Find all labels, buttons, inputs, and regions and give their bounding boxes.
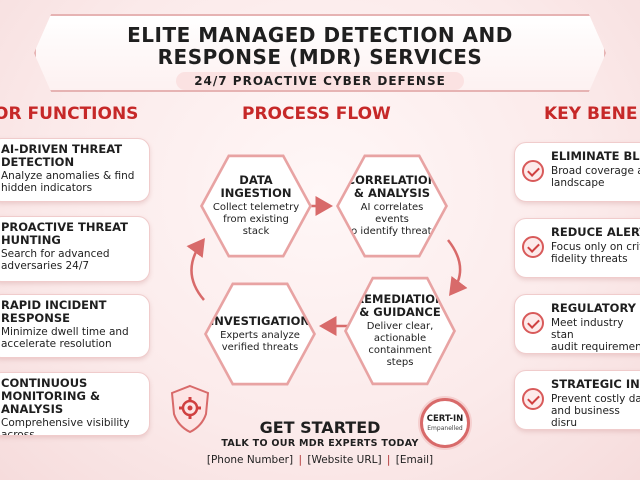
function-card-title: AI-DRIVEN THREAT DETECTION [1,142,123,169]
phone-link[interactable]: [Phone Number] [206,454,294,466]
header-banner: ELITE MANAGED DETECTION AND RESPONSE (MD… [34,14,606,92]
benefit-card-title: ELIMINATE BLI [551,149,640,163]
benefit-card-alert-fatigue: REDUCE ALERT Focus only on crit fidelity… [514,218,640,278]
function-card-desc: Search for advanced adversaries 24/7 [1,248,110,272]
benefit-card-strategic: STRATEGIC INV Prevent costly dat and bus… [514,370,640,430]
benefit-card-desc: Prevent costly dat and business disru [551,393,640,429]
function-card-incident-response: RAPID INCIDENT RESPONSE Minimize dwell t… [0,294,150,358]
process-step-desc: AI correlates events to identify threats [347,202,437,237]
function-card-threat-hunting: PROACTIVE THREAT HUNTING Search for adva… [0,216,150,282]
function-card-desc: Analyze anomalies & find hidden indicato… [1,170,135,194]
function-card-title: CONTINUOUS MONITORING & ANALYSIS [1,376,100,416]
page-subtitle: 24/7 PROACTIVE CYBER DEFENSE [176,72,464,90]
check-icon [522,236,544,258]
function-card-monitoring: CONTINUOUS MONITORING & ANALYSIS Compreh… [0,372,150,436]
function-card-desc: Minimize dwell time and accelerate resol… [1,326,129,350]
check-icon [522,388,544,410]
process-step-title: CORRELATION & ANALYSIS [346,173,438,200]
benefit-card-title: REGULATORY C [551,301,640,315]
functions-title: OR FUNCTIONS [0,104,139,124]
email-link[interactable]: [Email] [395,454,434,466]
benefit-card-blind-spots: ELIMINATE BLI Broad coverage a landscape [514,142,640,202]
website-link[interactable]: [Website URL] [307,454,382,466]
function-card-title: PROACTIVE THREAT HUNTING [1,220,129,247]
benefit-card-desc: Broad coverage a landscape [551,165,640,189]
benefit-card-title: REDUCE ALERT [551,225,640,239]
function-card-desc: Comprehensive visibility across endpoint… [1,417,130,436]
get-started-subtitle: TALK TO OUR MDR EXPERTS TODAY [221,438,419,449]
separator: | [298,454,302,466]
function-card-ai-detection: AI-DRIVEN THREAT DETECTION Analyze anoma… [0,138,150,202]
get-started-title: GET STARTED [259,418,381,437]
function-card-title: RAPID INCIDENT RESPONSE [1,298,107,325]
check-icon [522,160,544,182]
process-step-title: INVESTIGATION [209,313,311,328]
page-title-line1: ELITE MANAGED DETECTION AND [127,23,513,47]
process-step-title: DATA INGESTION [220,173,292,200]
separator: | [386,454,391,466]
benefits-title: KEY BENE [544,104,638,124]
benefit-card-title: STRATEGIC INV [551,377,640,391]
page-title-line2: RESPONSE (MDR) SERVICES [157,45,483,69]
benefit-card-desc: Focus only on crit fidelity threats [551,241,640,265]
contact-info: [Phone Number] | [Website URL] | [Email] [190,454,450,466]
process-step-desc: Experts analyze verified threats [220,329,300,353]
process-step-desc: Deliver clear, actionable containment st… [366,321,434,368]
process-step-desc: Collect telemetry from existing stack [212,202,300,237]
badge-title: CERT-IN [426,414,464,424]
benefit-card-desc: Meet industry stan audit requirement [551,317,640,353]
cert-in-badge: CERT-IN Empanelled [420,398,470,448]
shield-gear-icon [170,384,210,434]
benefit-card-regulatory: REGULATORY C Meet industry stan audit re… [514,294,640,354]
arrow-icon [447,239,468,297]
badge-subtitle: Empanelled [427,425,463,432]
process-step-title: REMEDIATION & GUIDANCE [355,292,445,319]
check-icon [522,312,544,334]
arrow-icon [186,237,205,301]
process-flow-title: PROCESS FLOW [242,104,391,124]
